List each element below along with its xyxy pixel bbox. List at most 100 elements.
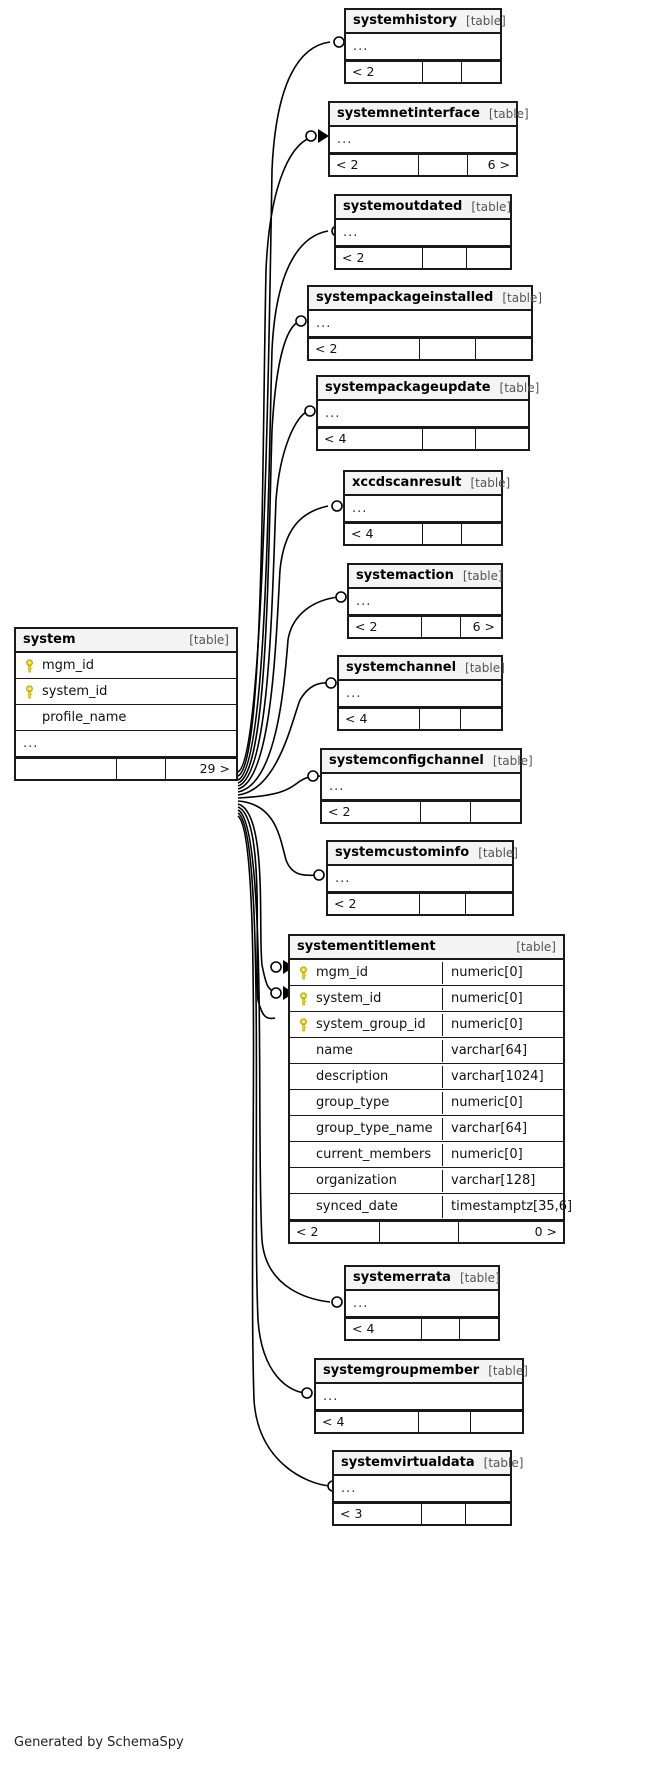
table-node-systemcustominfo[interactable]: systemcustominfo [table] ... < 2 bbox=[326, 840, 518, 916]
key-icon bbox=[300, 992, 307, 1005]
table-row: ... bbox=[316, 1384, 522, 1410]
table-footer: < 2 0 > bbox=[290, 1220, 563, 1242]
table-tag: [table] bbox=[488, 106, 529, 121]
column-name: system_id bbox=[16, 681, 236, 703]
column-name: name bbox=[316, 1042, 353, 1058]
column-ellipsis: ... bbox=[356, 593, 372, 609]
table-footer: < 4 bbox=[339, 707, 501, 729]
table-footer: < 2 6 > bbox=[349, 615, 501, 637]
table-node-systemconfigchannel[interactable]: systemconfigchannel [table] ... < 2 bbox=[320, 748, 533, 824]
footer-mid bbox=[423, 429, 476, 449]
table-header: systemcustominfo [table] bbox=[328, 842, 518, 866]
table-tag: [table] bbox=[499, 380, 540, 395]
table-header: systemaction [table] bbox=[349, 565, 503, 589]
footer-children: 0 > bbox=[534, 1224, 557, 1239]
column-ellipsis: ... bbox=[353, 38, 369, 54]
footer-parents: < 4 bbox=[345, 524, 423, 544]
table-row: ... bbox=[349, 589, 501, 615]
table-row: group_type numeric[0] bbox=[290, 1090, 563, 1116]
footer-parents: < 2 bbox=[328, 894, 420, 914]
column-ellipsis: ... bbox=[325, 405, 341, 421]
table-row: system_id bbox=[16, 679, 236, 705]
column-ellipsis: ... bbox=[316, 315, 332, 331]
column-name: system_id bbox=[290, 988, 442, 1010]
table-footer: < 2 bbox=[309, 337, 531, 359]
table-tag: [table] bbox=[492, 753, 533, 768]
table-tag: [table] bbox=[466, 13, 506, 28]
table-footer: < 2 6 > bbox=[330, 153, 516, 175]
footer-children bbox=[461, 709, 502, 729]
table-row: system_id numeric[0] bbox=[290, 986, 563, 1012]
table-name: systempackageupdate bbox=[325, 380, 491, 395]
table-footer: < 2 bbox=[322, 800, 520, 822]
column-type: varchar[128] bbox=[442, 1169, 563, 1192]
table-node-system[interactable]: system [table] mgm_id system_id profi bbox=[14, 627, 238, 781]
table-row: mgm_id bbox=[16, 653, 236, 679]
table-row: ... bbox=[334, 1476, 510, 1502]
table-node-xccdscanresult[interactable]: xccdscanresult [table] ... < 4 bbox=[343, 470, 510, 546]
table-header: systemconfigchannel [table] bbox=[322, 750, 533, 774]
table-name: systemaction bbox=[356, 568, 454, 583]
column-type: numeric[0] bbox=[442, 1091, 563, 1114]
table-node-systementitlement[interactable]: systementitlement [table] mgm_id numeric… bbox=[288, 934, 572, 1244]
table-node-systempackageinstalled[interactable]: systempackageinstalled [table] ... < 2 bbox=[307, 285, 542, 361]
column-ellipsis: ... bbox=[23, 735, 39, 751]
column-type: varchar[64] bbox=[442, 1117, 563, 1140]
column-type: varchar[64] bbox=[442, 1039, 563, 1062]
table-tag: [table] bbox=[189, 632, 229, 647]
table-node-systemnetinterface[interactable]: systemnetinterface [table] ... < 2 6 > bbox=[328, 101, 529, 177]
table-node-systemoutdated[interactable]: systemoutdated [table] ... < 2 bbox=[334, 194, 512, 270]
table-tag: [table] bbox=[502, 290, 543, 305]
footer-mid bbox=[380, 1222, 460, 1242]
table-header: systemerrata [table] bbox=[346, 1267, 500, 1291]
footer-parents: < 4 bbox=[316, 1412, 419, 1432]
column-ellipsis: ... bbox=[323, 1388, 339, 1404]
footer-parents: < 2 bbox=[346, 62, 423, 82]
table-header: systemvirtualdata [table] bbox=[334, 1452, 523, 1476]
footer-children: 6 > bbox=[487, 157, 510, 172]
table-row: ... bbox=[322, 774, 520, 800]
table-node-systemaction[interactable]: systemaction [table] ... < 2 6 > bbox=[347, 563, 503, 639]
table-footer: < 4 bbox=[346, 1317, 498, 1339]
table-row: ... bbox=[309, 311, 531, 337]
table-node-systempackageupdate[interactable]: systempackageupdate [table] ... < 4 bbox=[316, 375, 539, 451]
table-row: ... bbox=[339, 681, 501, 707]
table-node-systemerrata[interactable]: systemerrata [table] ... < 4 bbox=[344, 1265, 500, 1341]
key-icon bbox=[26, 659, 33, 672]
table-node-systemchannel[interactable]: systemchannel [table] ... < 4 bbox=[337, 655, 505, 731]
table-name: systemhistory bbox=[353, 13, 458, 28]
key-icon bbox=[300, 966, 307, 979]
column-name: description bbox=[316, 1068, 389, 1084]
key-icon bbox=[300, 1018, 307, 1031]
table-node-systemgroupmember[interactable]: systemgroupmember [table] ... < 4 bbox=[314, 1358, 528, 1434]
table-node-systemvirtualdata[interactable]: systemvirtualdata [table] ... < 3 bbox=[332, 1450, 523, 1526]
table-name: system bbox=[23, 632, 76, 647]
table-row: ... bbox=[16, 731, 236, 757]
table-name: systementitlement bbox=[297, 939, 436, 954]
column-ellipsis: ... bbox=[352, 500, 368, 516]
table-name: systemvirtualdata bbox=[341, 1455, 475, 1470]
footer-mid bbox=[423, 248, 467, 268]
table-footer: < 4 bbox=[318, 427, 528, 449]
footer-parents: < 4 bbox=[339, 709, 420, 729]
footer-mid bbox=[423, 62, 462, 82]
table-header: systempackageupdate [table] bbox=[318, 377, 539, 401]
table-header: systemgroupmember [table] bbox=[316, 1360, 528, 1384]
footer-children bbox=[471, 1412, 523, 1432]
table-header: xccdscanresult [table] bbox=[345, 472, 510, 496]
column-ellipsis: ... bbox=[335, 870, 351, 886]
footer-parents: < 4 bbox=[346, 1319, 422, 1339]
footer-children: 6 > bbox=[472, 619, 495, 634]
table-tag: [table] bbox=[471, 199, 512, 214]
column-type: varchar[1024] bbox=[442, 1065, 563, 1088]
column-name: profile_name bbox=[42, 709, 127, 725]
footer-mid bbox=[423, 524, 462, 544]
table-header: systemoutdated [table] bbox=[336, 196, 512, 220]
table-node-systemhistory[interactable]: systemhistory [table] ... < 2 bbox=[344, 8, 506, 84]
table-row: mgm_id numeric[0] bbox=[290, 960, 563, 986]
footer-mid bbox=[419, 155, 468, 175]
table-footer: < 2 bbox=[328, 892, 512, 914]
table-footer: 29 > bbox=[16, 757, 236, 779]
table-tag: [table] bbox=[483, 1455, 524, 1470]
